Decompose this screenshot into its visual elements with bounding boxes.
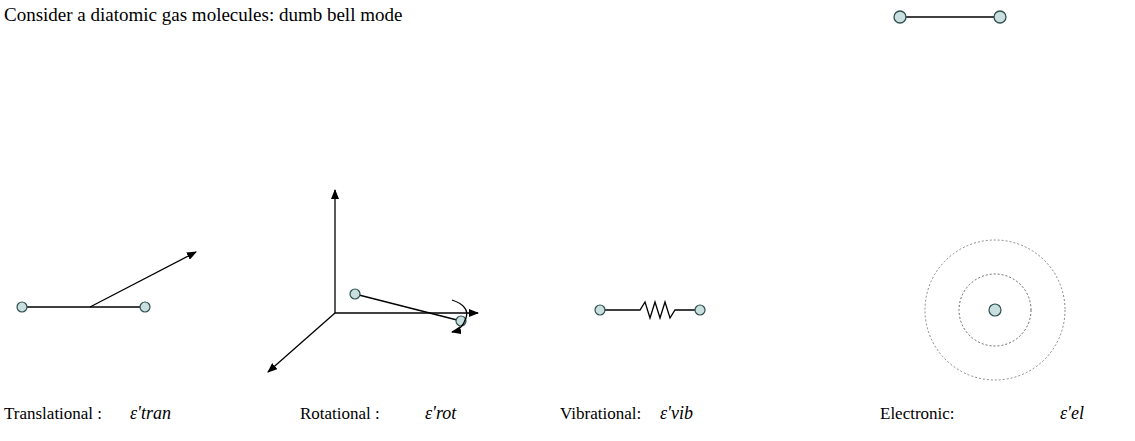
electronic-figure xyxy=(925,240,1065,380)
rotational-figure xyxy=(268,190,478,372)
energy-symbol: ε'rot xyxy=(425,403,456,425)
energy-symbol: ε'tran xyxy=(130,403,171,425)
vibrational-figure xyxy=(595,302,705,318)
energy-symbol: ε'vib xyxy=(660,403,693,425)
dumbbell-molecule xyxy=(894,11,1006,23)
mode-label: Electronic: xyxy=(880,404,955,424)
energy-symbol: ε'el xyxy=(1060,403,1084,425)
mode-label: Rotational : xyxy=(300,404,380,424)
mode-label: Vibrational: xyxy=(560,404,641,424)
translational-figure xyxy=(17,252,196,312)
mode-label: Translational : xyxy=(4,404,102,424)
title-text: Consider a diatomic gas molecules: dumb … xyxy=(4,4,402,27)
